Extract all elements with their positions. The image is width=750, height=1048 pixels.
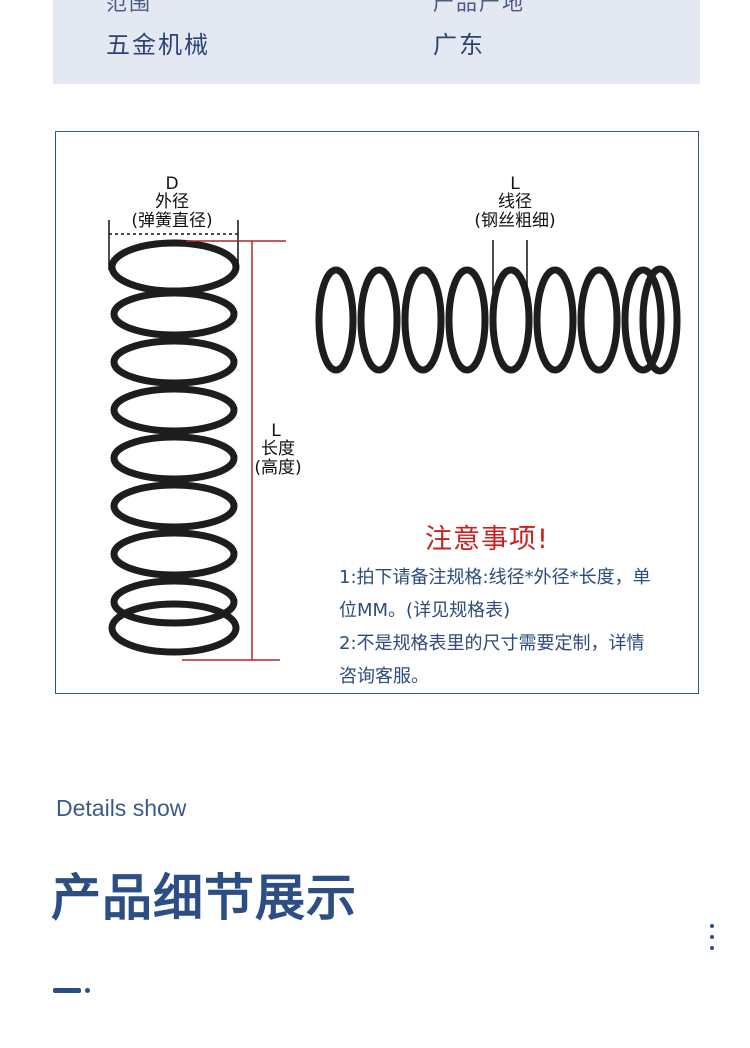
wire-dimension xyxy=(492,240,528,292)
coil xyxy=(110,577,238,627)
origin-value: 广东 xyxy=(433,31,485,59)
notice-line-2: 位MM。(详见规格表) xyxy=(339,600,511,621)
length-name: 长度 xyxy=(261,439,295,459)
details-english-heading: Details show xyxy=(56,795,187,821)
coil xyxy=(489,266,533,374)
diameter-desc: (弹簧直径) xyxy=(131,211,212,231)
coil xyxy=(639,265,681,375)
coil xyxy=(110,481,238,531)
coil xyxy=(108,239,240,295)
vertical-spring-image xyxy=(108,239,240,656)
coil xyxy=(110,529,238,579)
coil xyxy=(110,433,238,483)
diameter-dimension xyxy=(108,220,239,270)
coil xyxy=(577,266,621,374)
vertical-ellipsis-icon[interactable] xyxy=(705,924,719,952)
spring-diagram: D 外径 (弹簧直径) L 长度 (高度) L 线径 xyxy=(108,174,681,661)
section-divider-dot xyxy=(85,988,90,993)
length-desc: (高度) xyxy=(254,458,301,478)
details-chinese-heading: 产品细节展示 xyxy=(51,869,357,927)
spec-band: 范围 五金机械 产品产地 广东 xyxy=(53,0,700,84)
coil xyxy=(110,289,238,339)
coil xyxy=(445,266,489,374)
coil xyxy=(110,385,238,435)
coil xyxy=(110,337,238,387)
origin-label: 产品产地 xyxy=(433,0,525,15)
section-divider xyxy=(53,988,81,993)
wire-letter: L xyxy=(510,174,520,194)
coil xyxy=(533,266,577,374)
coil xyxy=(108,600,240,656)
notice-title: 注意事项! xyxy=(425,524,549,555)
spring-diagram-frame: D 外径 (弹簧直径) L 长度 (高度) L 线径 xyxy=(55,131,699,694)
coil xyxy=(315,266,357,374)
length-dimension xyxy=(182,240,286,661)
coil xyxy=(621,266,665,374)
length-letter: L xyxy=(271,421,281,441)
notice-line-4: 咨询客服。 xyxy=(339,666,429,687)
diameter-name: 外径 xyxy=(155,192,189,212)
coil xyxy=(357,266,401,374)
horizontal-spring-image xyxy=(315,265,681,375)
scope-value: 五金机械 xyxy=(106,31,210,59)
coil xyxy=(401,266,445,374)
wire-name: 线径 xyxy=(498,192,532,212)
diameter-letter: D xyxy=(165,174,178,194)
notice-line-3: 2:不是规格表里的尺寸需要定制，详情 xyxy=(339,633,645,654)
notice-line-1: 1:拍下请备注规格:线径*外径*长度，单 xyxy=(339,567,651,588)
scope-label: 范围 xyxy=(106,0,152,15)
wire-desc: (钢丝粗细) xyxy=(474,211,555,231)
